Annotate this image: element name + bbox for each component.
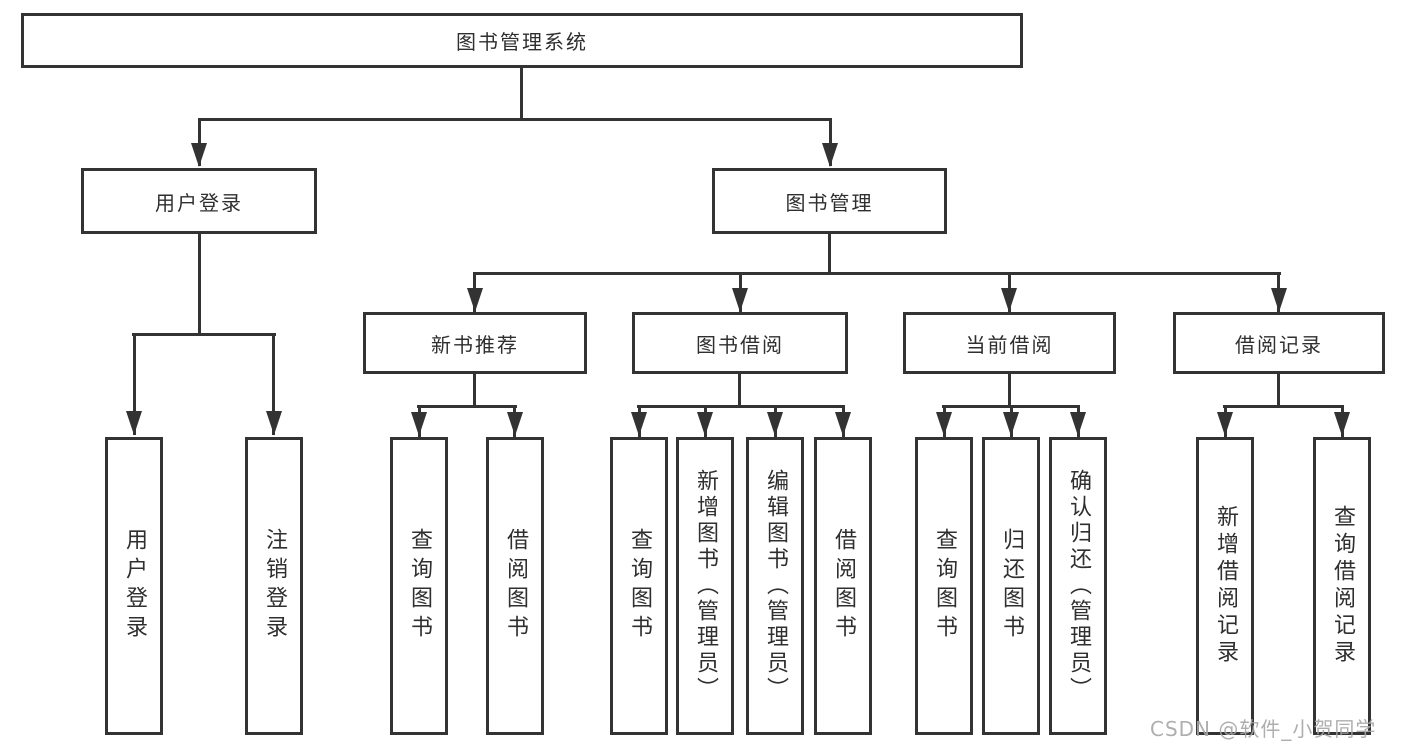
leaf-add-borrow-record-label: 新增借阅记录: [1213, 505, 1238, 667]
leaf-confirm-return-admin: 确认归还（管理员）: [1049, 437, 1107, 735]
leaf-query-books-1-label: 查询图书: [407, 528, 432, 644]
connector-drop-leaf-user-login: [133, 333, 136, 435]
arrow-down-icon: [936, 412, 952, 436]
node-new-book-recommend: 新书推荐: [363, 312, 587, 374]
connector-book-management-bar: [473, 272, 1281, 275]
connector-root-stub: [520, 68, 523, 118]
connector-book-borrowing-stub: [738, 374, 741, 405]
arrow-down-icon: [822, 143, 838, 167]
connector-user-login-stub: [198, 234, 201, 333]
connector-new-book-recommend-stub: [473, 374, 476, 405]
node-user-login: 用户登录: [81, 168, 317, 234]
connector-book-borrowing-bar: [637, 405, 845, 408]
connector-new-book-recommend-bar: [417, 405, 517, 408]
leaf-return-book-label: 归还图书: [999, 528, 1024, 644]
leaf-query-books-1: 查询图书: [390, 437, 448, 735]
leaf-query-books-2: 查询图书: [610, 437, 668, 735]
leaf-logout-login: 注销登录: [245, 437, 303, 735]
node-root: 图书管理系统: [21, 13, 1023, 68]
leaf-user-login: 用户登录: [105, 437, 163, 735]
node-book-borrowing: 图书借阅: [632, 312, 848, 374]
leaf-edit-book-admin: 编辑图书（管理员）: [746, 437, 804, 735]
leaf-add-borrow-record: 新增借阅记录: [1196, 437, 1254, 735]
arrow-down-icon: [1070, 412, 1086, 436]
connector-root-bar: [198, 118, 832, 121]
leaf-query-books-2-label: 查询图书: [627, 528, 652, 644]
arrow-down-icon: [835, 412, 851, 436]
node-book-management: 图书管理: [712, 168, 947, 234]
node-root-label: 图书管理系统: [456, 30, 588, 54]
leaf-borrow-books-2: 借阅图书: [814, 437, 872, 735]
connector-drop-leaf-logout: [272, 333, 275, 435]
leaf-confirm-return-admin-label: 确认归还（管理员）: [1066, 469, 1091, 703]
node-book-borrowing-label: 图书借阅: [696, 332, 784, 357]
leaf-query-books-3-label: 查询图书: [932, 528, 957, 644]
connector-current-borrowing-stub: [1008, 374, 1011, 405]
arrow-down-icon: [467, 288, 483, 312]
node-new-book-recommend-label: 新书推荐: [431, 332, 519, 357]
arrow-down-icon: [1271, 288, 1287, 312]
arrow-down-icon: [732, 288, 748, 312]
node-book-management-label: 图书管理: [785, 190, 874, 215]
arrow-down-icon: [126, 411, 142, 435]
arrow-down-icon: [507, 412, 523, 436]
arrow-down-icon: [266, 411, 282, 435]
arrow-down-icon: [1001, 288, 1017, 312]
connector-book-management-stub: [828, 234, 831, 272]
connector-drop-user-login: [198, 118, 201, 166]
leaf-logout-login-label: 注销登录: [262, 528, 287, 644]
connector-user-login-bar: [132, 333, 276, 336]
leaf-return-book: 归还图书: [982, 437, 1040, 735]
leaf-user-login-label: 用户登录: [122, 528, 147, 644]
arrow-down-icon: [697, 412, 713, 436]
watermark: CSDN @软件_小贺同学: [1150, 717, 1377, 741]
node-current-borrowing: 当前借阅: [903, 312, 1116, 374]
arrow-down-icon: [411, 412, 427, 436]
node-user-login-label: 用户登录: [155, 190, 243, 215]
leaf-add-book-admin-label: 新增图书（管理员）: [693, 469, 718, 703]
arrow-down-icon: [767, 412, 783, 436]
leaf-borrow-books-1: 借阅图书: [486, 437, 544, 735]
arrow-down-icon: [1003, 412, 1019, 436]
leaf-edit-book-admin-label: 编辑图书（管理员）: [763, 469, 788, 703]
node-current-borrowing-label: 当前借阅: [965, 332, 1054, 357]
connector-borrowing-records-bar: [1223, 405, 1344, 408]
arrow-down-icon: [1334, 412, 1350, 436]
arrow-down-icon: [191, 143, 207, 167]
leaf-query-borrow-record-label: 查询借阅记录: [1330, 505, 1355, 667]
leaf-borrow-books-2-label: 借阅图书: [831, 528, 856, 644]
leaf-query-books-3: 查询图书: [915, 437, 973, 735]
node-borrowing-records: 借阅记录: [1173, 312, 1385, 374]
connector-borrowing-records-stub: [1277, 374, 1280, 405]
connector-drop-book-management: [829, 118, 832, 166]
leaf-borrow-books-1-label: 借阅图书: [503, 528, 528, 644]
leaf-query-borrow-record: 查询借阅记录: [1313, 437, 1371, 735]
arrow-down-icon: [1217, 412, 1233, 436]
arrow-down-icon: [631, 412, 647, 436]
node-borrowing-records-label: 借阅记录: [1235, 332, 1323, 357]
leaf-add-book-admin: 新增图书（管理员）: [676, 437, 734, 735]
